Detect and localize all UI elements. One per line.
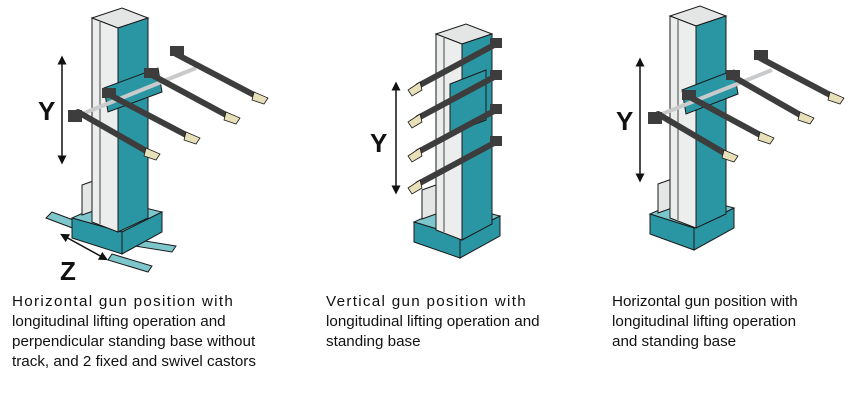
lifting-unit-illustration-3: Y <box>616 5 845 251</box>
spray-gun <box>407 38 502 97</box>
caption-line: longitudinal lifting operation and <box>326 313 540 330</box>
lifting-column <box>90 7 150 233</box>
spray-gun <box>754 50 845 105</box>
lifting-column <box>434 23 494 241</box>
spray-gun <box>648 111 739 163</box>
z-axis-label: Z <box>60 256 76 286</box>
spray-gun <box>102 88 201 145</box>
spray-gun <box>407 136 502 195</box>
panel-vertical-gun-position: Y Vertical gun position with longitudina… <box>310 0 600 402</box>
spray-gun <box>726 70 815 125</box>
caption-line: Horizontal gun position with <box>12 293 235 310</box>
spray-guns <box>407 38 502 195</box>
z-axis-arrow <box>60 233 108 261</box>
panel-horizontal-standing-base: Y Horizontal gun position with longitudi… <box>600 0 858 402</box>
spray-gun <box>407 70 502 129</box>
caption: Horizontal gun position with longitudina… <box>612 292 858 352</box>
caption-line: track, and 2 fixed and swivel castors <box>12 353 256 370</box>
y-axis-label: Y <box>616 106 633 136</box>
panel-horizontal-with-castors: Y Z Horizontal gun position with longitu… <box>0 0 300 402</box>
y-axis-label: Y <box>370 128 387 158</box>
y-axis-label: Y <box>38 96 55 126</box>
caption: Vertical gun position with longitudinal … <box>326 292 596 352</box>
caption-line: longitudinal lifting operation and <box>12 313 226 330</box>
spray-guns <box>68 46 269 161</box>
spray-gun <box>68 109 161 161</box>
caption-line: Horizontal gun position with <box>612 293 798 310</box>
lifting-unit-illustration-1: Y Z <box>38 7 269 286</box>
spray-gun <box>144 68 241 125</box>
lifting-unit-illustration-2: Y <box>370 23 502 259</box>
spray-gun <box>170 46 269 105</box>
spray-guns <box>648 50 845 163</box>
caption-line: standing base <box>326 333 421 350</box>
spray-gun <box>407 104 502 163</box>
caption-line: and standing base <box>612 333 737 350</box>
caption-line: longitudinal lifting operation <box>612 313 797 330</box>
caption-line: perpendicular standing base without <box>12 333 256 350</box>
caption-line: Vertical gun position with <box>326 293 527 310</box>
caption: Horizontal gun position with longitudina… <box>12 292 302 372</box>
spray-gun <box>682 90 775 145</box>
lifting-column <box>668 5 728 229</box>
